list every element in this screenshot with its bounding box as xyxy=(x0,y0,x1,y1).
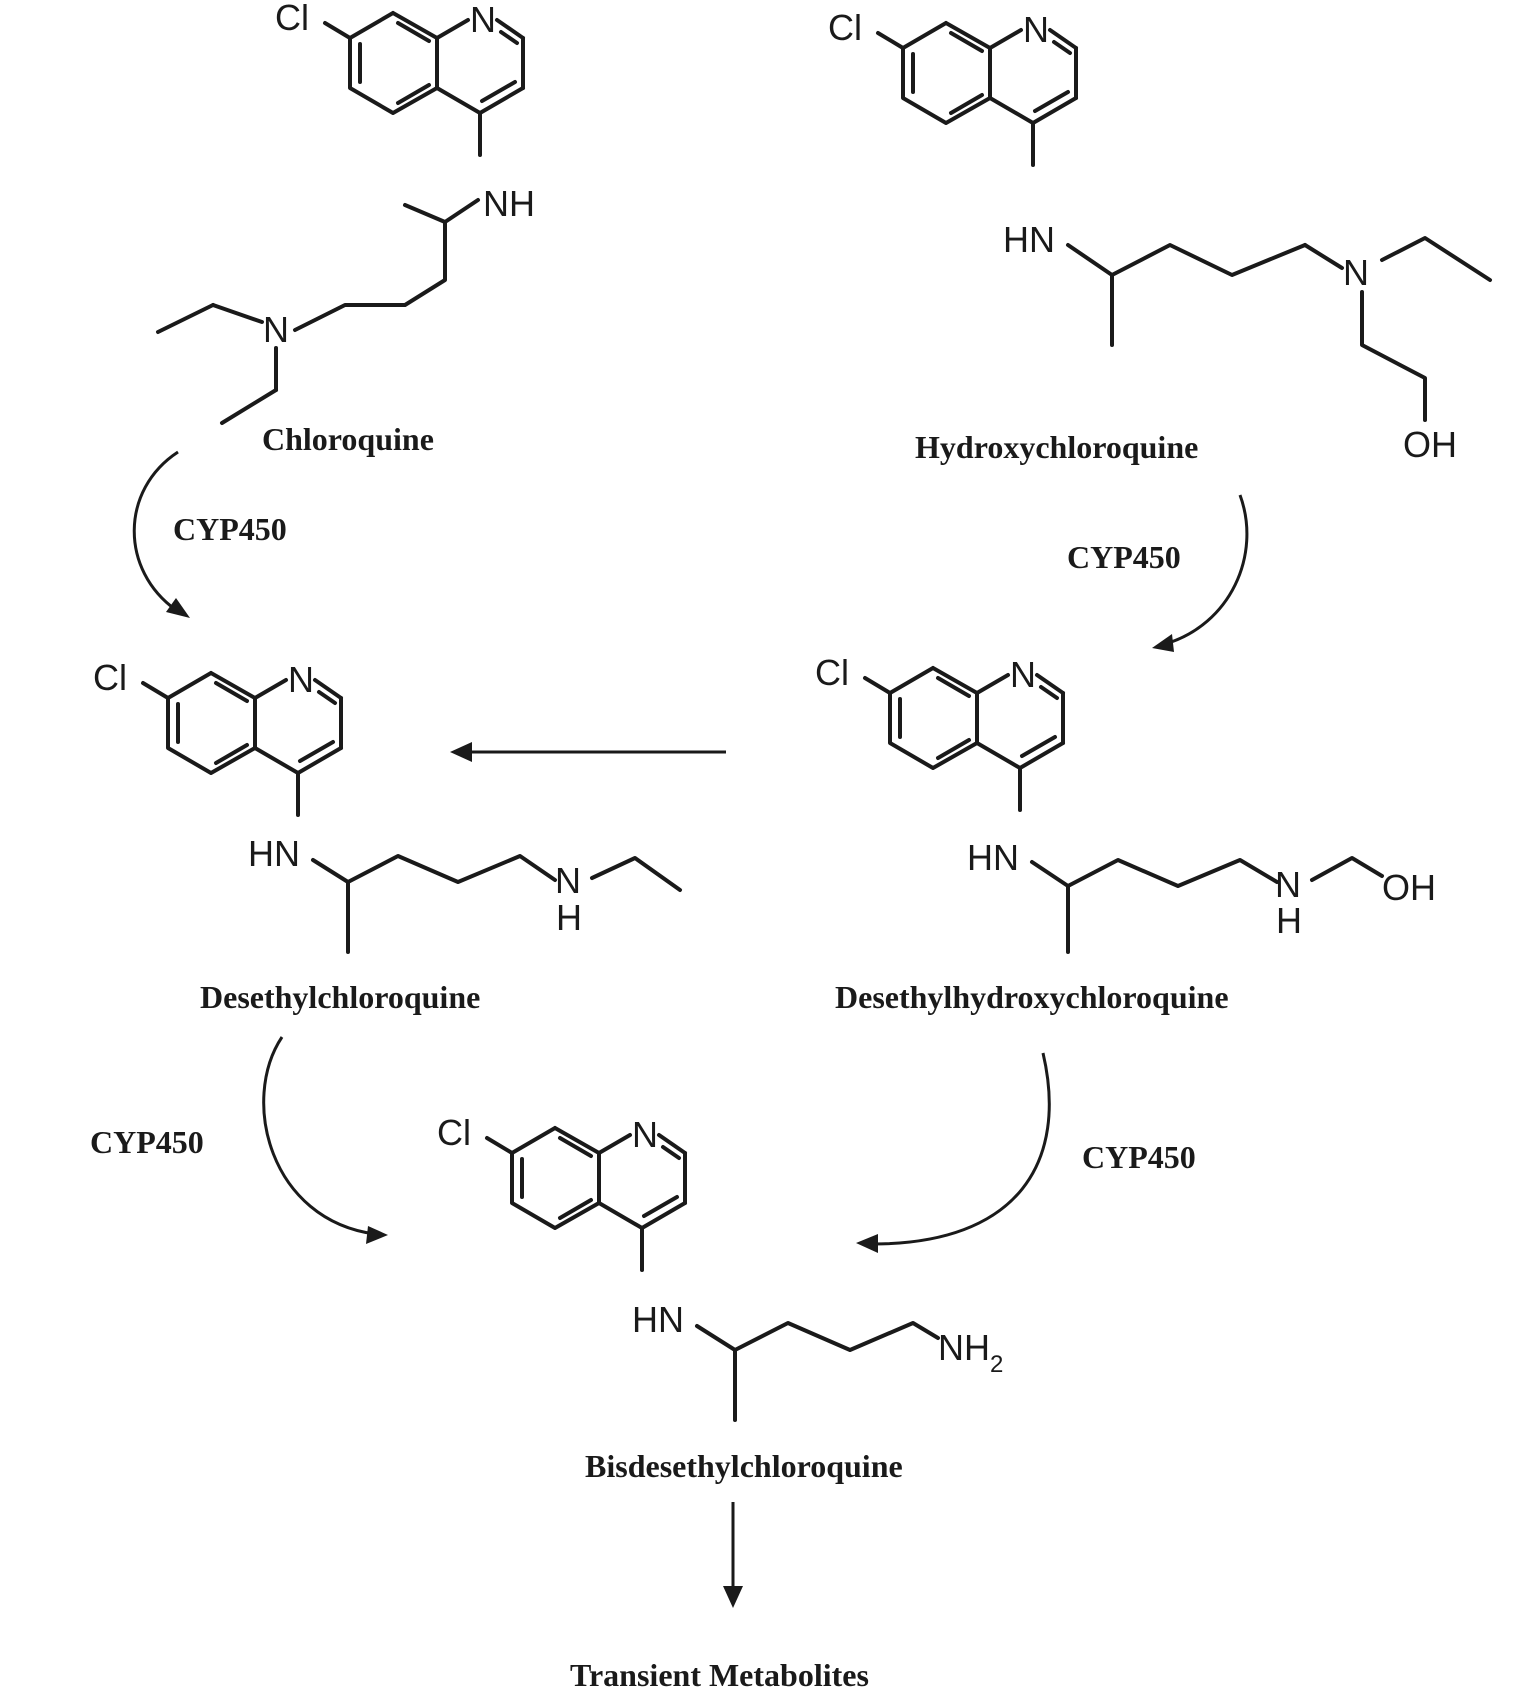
chloroquine-label: Chloroquine xyxy=(262,421,434,457)
enzyme-label-dcq-to-bdcq: CYP450 xyxy=(90,1124,204,1160)
desethylchloroquine-label: Desethylchloroquine xyxy=(200,979,480,1015)
oh-atom: OH xyxy=(1382,867,1436,908)
enzyme-label-hcq-to-dhcq: CYP450 xyxy=(1067,539,1181,575)
arrowhead-dhcq-to-bdcq xyxy=(856,1234,878,1253)
arrowhead-dcq-to-bdcq xyxy=(366,1226,388,1244)
transient-metabolites-label: Transient Metabolites xyxy=(570,1657,869,1693)
nh-h-atom: H xyxy=(556,897,582,938)
hydroxychloroquine-label: Hydroxychloroquine xyxy=(915,429,1198,465)
bisdesethylchloroquine-label: Bisdesethylchloroquine xyxy=(585,1448,903,1484)
nh-n-atom: N xyxy=(1275,864,1301,905)
n-atom: N xyxy=(1343,252,1369,293)
nh-n-atom: N xyxy=(555,860,581,901)
n-atom: N xyxy=(263,309,289,350)
hydroxychloroquine-structure: HN N OH xyxy=(826,5,1492,465)
desethylhydroxychloroquine-structure: HN N H OH xyxy=(813,650,1436,954)
hn-atom: HN xyxy=(1003,219,1055,260)
desethylchloroquine-structure: HN N H xyxy=(91,655,682,954)
arrow-dcq-to-bdcq xyxy=(262,1036,376,1236)
arrowhead-bdcq-to-transient xyxy=(723,1586,743,1608)
enzyme-label-dhcq-to-bdcq: CYP450 xyxy=(1082,1139,1196,1175)
nh-h-atom: H xyxy=(1276,900,1302,941)
arrow-cq-to-dcq xyxy=(132,450,179,612)
nh2-subscript: 2 xyxy=(990,1351,1003,1378)
hn-atom: HN xyxy=(632,1299,684,1340)
hn-atom: HN xyxy=(967,837,1019,878)
arrowhead-dhcq-to-dcq xyxy=(450,742,472,762)
oh-atom: OH xyxy=(1403,424,1457,465)
hn-atom: HN xyxy=(248,833,300,874)
arrowhead-hcq-to-dhcq xyxy=(1152,634,1174,652)
bisdesethylchloroquine-structure: HN NH 2 xyxy=(435,1110,1003,1422)
arrowhead-cq-to-dcq xyxy=(166,598,190,618)
nh-atom: NH xyxy=(483,183,535,224)
arrow-hcq-to-dhcq xyxy=(1164,494,1249,646)
nh2-atom: NH xyxy=(938,1327,990,1368)
desethylhydroxychloroquine-label: Desethylhydroxychloroquine xyxy=(835,979,1229,1015)
arrow-dhcq-to-bdcq xyxy=(869,1052,1051,1246)
chloroquine-structure: NH N xyxy=(156,0,535,425)
enzyme-label-cq-to-dcq: CYP450 xyxy=(173,511,287,547)
